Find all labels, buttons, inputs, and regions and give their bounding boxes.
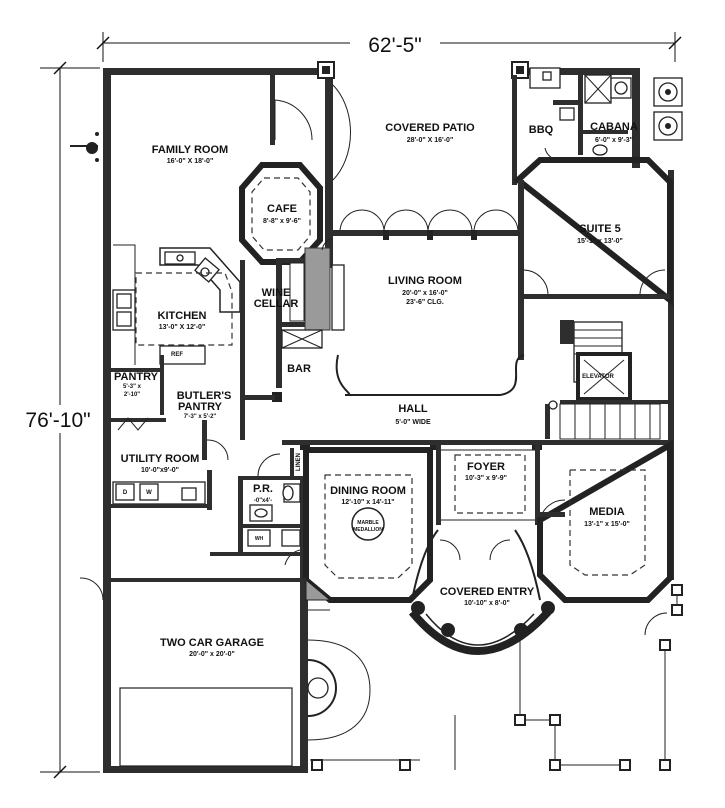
- foyer-size: 10'-3" x 9'-9": [465, 475, 507, 482]
- covered-patio-name: COVERED PATIO: [385, 122, 475, 134]
- garage-size: 20'-0" x 20'-0": [189, 651, 235, 658]
- powder-room-size: -0"x4'-: [254, 498, 272, 504]
- patio-doors: [333, 209, 523, 240]
- hall-name: HALL: [398, 403, 428, 415]
- hall-walls: [245, 395, 672, 445]
- family-room-size: 16'-0" X 18'-0": [167, 158, 214, 165]
- cabana-name: CABANA: [590, 121, 638, 133]
- pantry-size-line2: 2'-10": [124, 392, 140, 398]
- bar-name: BAR: [287, 363, 311, 375]
- hall-size: 5'-0" WIDE: [395, 419, 431, 426]
- pantry-name: PANTRY: [114, 371, 159, 383]
- depth-dimension-line: [14, 61, 104, 779]
- dining-room-name: DINING ROOM: [330, 485, 406, 497]
- garage: [79, 577, 306, 767]
- ref-label: REF: [171, 352, 183, 358]
- living-room-name: LIVING ROOM: [388, 275, 462, 287]
- pantry-size-line1: 5'-3" x: [123, 384, 142, 390]
- wine-cellar-walls: [276, 237, 345, 388]
- butlers-pantry-name-line2: PANTRY: [178, 401, 223, 413]
- foyer-name: FOYER: [467, 461, 505, 473]
- foyer-walls: [436, 445, 540, 525]
- cabana-size: 6'-0" x 9'-3": [595, 137, 633, 144]
- living-room-walls: [335, 236, 525, 396]
- covered-entry-size: 10'-10" x 8'-0": [464, 600, 510, 607]
- washer-label: W: [146, 490, 152, 496]
- kitchen-size: 13'-0" X 12'-0": [159, 324, 206, 331]
- marble-medallion: [351, 507, 385, 541]
- kitchen-walls: [111, 260, 245, 440]
- family-room-name: FAMILY ROOM: [152, 144, 228, 156]
- water-heater-label: WH: [255, 536, 264, 542]
- stair-elevator: [545, 320, 670, 440]
- hose-bib-icon: [70, 132, 99, 162]
- front-walkway: [307, 584, 683, 771]
- ac-units: [653, 77, 683, 141]
- bbq-name: BBQ: [529, 124, 554, 136]
- family-room-walls: [270, 75, 351, 181]
- wine-cellar-name-line2: CELLAR: [254, 298, 299, 310]
- covered-entry-name: COVERED ENTRY: [440, 586, 535, 598]
- marble-medallion-line1: MARBLE: [357, 520, 379, 526]
- width-dimension-label: 62'-5": [368, 34, 422, 57]
- garage-name: TWO CAR GARAGE: [160, 637, 264, 649]
- depth-dimension-label: 76'-10": [25, 409, 90, 432]
- cafe-size: 8'-8" x 9'-6": [263, 218, 301, 225]
- butlers-pantry-name-line1: BUTLER'S: [177, 390, 232, 402]
- living-room-size: 20'-0" x 16'-0": [402, 290, 448, 297]
- dining-room-size: 12'-10" x 14'-11": [341, 499, 394, 506]
- living-room-ceiling: 23'-6" CLG.: [406, 299, 444, 306]
- powder-room: [210, 448, 306, 591]
- utility-room: [111, 417, 229, 510]
- powder-room-name: P.R.: [253, 483, 273, 495]
- suite5-size: 15'-1" x 13'-0": [577, 238, 623, 245]
- covered-entry: [408, 529, 555, 655]
- wine-cellar-name-line1: WINE: [262, 287, 291, 299]
- media-name: MEDIA: [589, 506, 625, 518]
- utility-room-name: UTILITY ROOM: [121, 453, 200, 465]
- utility-room-size: 10'-0"x9'-0": [141, 467, 179, 474]
- media-walls: [537, 439, 673, 603]
- covered-patio-size: 28'-0" X 16'-0": [407, 137, 454, 144]
- elevator-name: ELEVATOR: [582, 374, 614, 380]
- kitchen-counters: [112, 244, 241, 365]
- butlers-pantry-size: 7'-3" x 5'-2": [184, 414, 217, 420]
- width-dimension-line: [96, 30, 682, 62]
- cafe-name: CAFE: [267, 203, 297, 215]
- suite5-name: SUITE 5: [579, 223, 621, 235]
- media-size: 13'-1" x 15'-0": [584, 521, 630, 528]
- dryer-label: D: [123, 490, 128, 496]
- kitchen-name: KITCHEN: [158, 310, 207, 322]
- bbq-cabana: [512, 67, 632, 185]
- linen-label: LINEN: [296, 453, 302, 471]
- marble-medallion-line2: MEDALLION: [353, 527, 383, 533]
